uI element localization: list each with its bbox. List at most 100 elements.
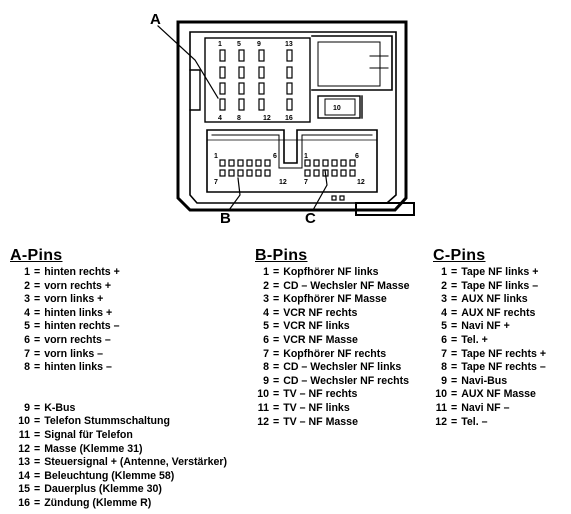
pin-number: 10 — [18, 415, 30, 428]
pin-number: 8 — [263, 361, 269, 374]
a-pin-slot — [258, 49, 265, 62]
pin-separator: = — [34, 333, 41, 346]
c-label-1: 1 — [304, 153, 308, 160]
pin-number: 12 — [257, 415, 269, 428]
pin-layer — [219, 49, 356, 201]
a-pin-slot — [238, 66, 245, 79]
b-pin-slot — [237, 169, 244, 177]
pin-description: Kopfhörer NF rechts — [283, 347, 387, 360]
a-pin-slot — [238, 49, 245, 62]
pin-row: 3=vorn links + — [10, 293, 227, 307]
pin-number: 3 — [263, 293, 269, 306]
pin-description: CD – Wechsler NF links — [283, 361, 402, 374]
pin-row: 14=Beleuchtung (Klemme 58) — [10, 470, 227, 484]
pin-description: Beleuchtung (Klemme 58) — [44, 469, 175, 482]
a-pin-slot — [238, 82, 245, 95]
c-pin-slot — [322, 159, 329, 167]
pin-number: 7 — [441, 347, 447, 360]
pin-description: AUX NF Masse — [461, 388, 536, 401]
c-pin-slot — [331, 169, 338, 177]
c-pin-slot — [322, 169, 329, 177]
pin-number: 9 — [263, 374, 269, 387]
a-label-5: 5 — [237, 41, 241, 48]
pin-row: 8=hinten links – — [10, 361, 227, 375]
pin-number: 2 — [441, 279, 447, 292]
small-block-frame — [317, 95, 361, 119]
pin-separator: = — [273, 306, 280, 319]
pin-number: 7 — [24, 347, 30, 360]
pin-description: Steuersignal + (Antenne, Verstärker) — [44, 456, 227, 469]
pin-row: 12=TV – NF Masse — [255, 416, 410, 430]
pin-row: 9=K-Bus — [10, 402, 227, 416]
a-pin-slot — [258, 82, 265, 95]
b-pin-slot — [228, 169, 235, 177]
pin-row: 8=Tape NF rechts – — [433, 361, 546, 375]
pin-description: Tape NF rechts – — [461, 361, 546, 374]
pin-separator: = — [34, 320, 41, 333]
pin-separator: = — [451, 374, 458, 387]
pin-description: CD – Wechsler NF rechts — [283, 374, 409, 387]
b-label-1: 1 — [214, 153, 218, 160]
pin-separator: = — [451, 320, 458, 333]
a-pins-section: A-Pins 1=hinten rechts +2=vorn rechts +3… — [10, 247, 227, 511]
pin-description: Navi NF – — [461, 401, 510, 414]
b-pin-slot — [219, 159, 226, 167]
pin-separator: = — [273, 279, 280, 292]
pin-number: 9 — [24, 401, 30, 414]
pin-separator: = — [451, 415, 458, 428]
a-label-8: 8 — [237, 115, 241, 122]
c-pins-section: C-Pins 1=Tape NF links +2=Tape NF links … — [433, 247, 546, 429]
b-pin-slot — [255, 159, 262, 167]
pin-row: 3=Kopfhörer NF Masse — [255, 293, 410, 307]
pin-number: 6 — [24, 333, 30, 346]
pin-separator: = — [273, 374, 280, 387]
pin-description: Tel. – — [461, 415, 488, 428]
pin-number: 16 — [18, 496, 30, 509]
pin-number: 11 — [257, 401, 269, 414]
pin-row: 10 =AUX NF Masse — [433, 388, 546, 402]
pin-separator: = — [451, 333, 458, 346]
c-pin-slot — [340, 159, 347, 167]
pin-row: 15=Dauerplus (Klemme 30) — [10, 483, 227, 497]
pin-number: 5 — [263, 320, 269, 333]
pin-row: 9=Navi-Bus — [433, 375, 546, 389]
pin-row: 2=Tape NF links – — [433, 280, 546, 294]
pin-row: 10=Telefon Stummschaltung — [10, 415, 227, 429]
pin-description: Telefon Stummschaltung — [44, 415, 170, 428]
callout-b-line — [228, 177, 241, 211]
a-pin-slot — [286, 98, 293, 111]
pin-separator: = — [34, 428, 41, 441]
b-pin-slot — [237, 159, 244, 167]
pin-separator: = — [34, 483, 41, 496]
pin-row: 7=Kopfhörer NF rechts — [255, 348, 410, 362]
pin-description: vorn rechts – — [44, 333, 111, 346]
pin-row: 3=AUX NF links — [433, 293, 546, 307]
pin-row: 6=VCR NF Masse — [255, 334, 410, 348]
a-pin-slot — [238, 98, 245, 111]
c-pin-slot — [313, 169, 320, 177]
c-pin-slot — [304, 159, 311, 167]
pin-separator: = — [451, 388, 458, 401]
pin-separator: = — [34, 279, 41, 292]
pin-separator: = — [273, 401, 280, 414]
pin-description: Kopfhörer NF links — [283, 266, 379, 278]
pin-number: 7 — [263, 347, 269, 360]
pin-row: 11=TV – NF links — [255, 402, 410, 416]
pin-separator: = — [273, 320, 280, 333]
callout-c: C — [305, 210, 316, 227]
pin-separator: = — [451, 293, 458, 306]
pin-number: 10 — [435, 388, 447, 401]
pin-description: TV – NF Masse — [283, 415, 358, 428]
aux-pin-slot — [339, 195, 345, 201]
b-pin-slot — [246, 169, 253, 177]
pin-row: 16=Zündung (Klemme R) — [10, 497, 227, 511]
pin-row: 6=Tel. + — [433, 334, 546, 348]
pin-separator: = — [34, 442, 41, 455]
a-pin-slot — [286, 82, 293, 95]
pin-separator: = — [34, 347, 41, 360]
callout-b: B — [220, 210, 231, 227]
pin-separator: = — [451, 401, 458, 414]
pin-row: 2=vorn rechts + — [10, 280, 227, 294]
